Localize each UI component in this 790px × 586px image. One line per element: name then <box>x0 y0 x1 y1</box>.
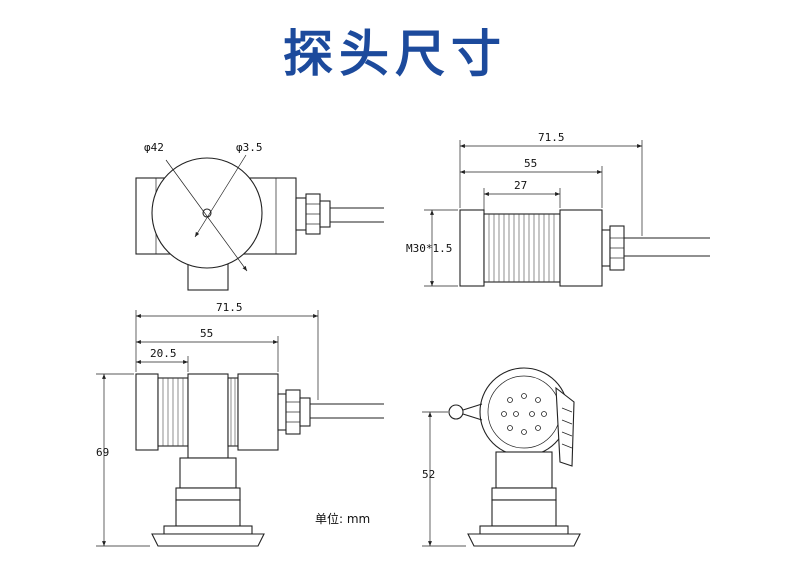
front-dia-hole-label: φ3.5 <box>236 141 263 154</box>
side-len-total-label: 71.5 <box>538 131 565 144</box>
front-view: φ42 φ3.5 <box>135 141 384 291</box>
front-dia-outer-label: φ42 <box>144 141 164 154</box>
unit-note: 单位: mm <box>315 512 371 526</box>
page-title: 探头尺寸 <box>283 25 507 83</box>
bl-len-body-label: 55 <box>200 327 213 340</box>
bottom-right-view: 52 <box>422 367 581 547</box>
side-len-thread-label: 27 <box>514 179 527 192</box>
side-thread-label: M30*1.5 <box>406 242 452 255</box>
side-len-body-label: 55 <box>524 157 537 170</box>
bl-len-total-label: 71.5 <box>216 301 243 314</box>
br-height-label: 52 <box>422 468 435 481</box>
bottom-left-view: 71.5 55 20.5 69 <box>96 301 384 547</box>
bl-height-label: 69 <box>96 446 109 459</box>
bl-len-flange-label: 20.5 <box>150 347 177 360</box>
side-view: 71.5 55 27 M30*1.5 <box>406 131 710 287</box>
